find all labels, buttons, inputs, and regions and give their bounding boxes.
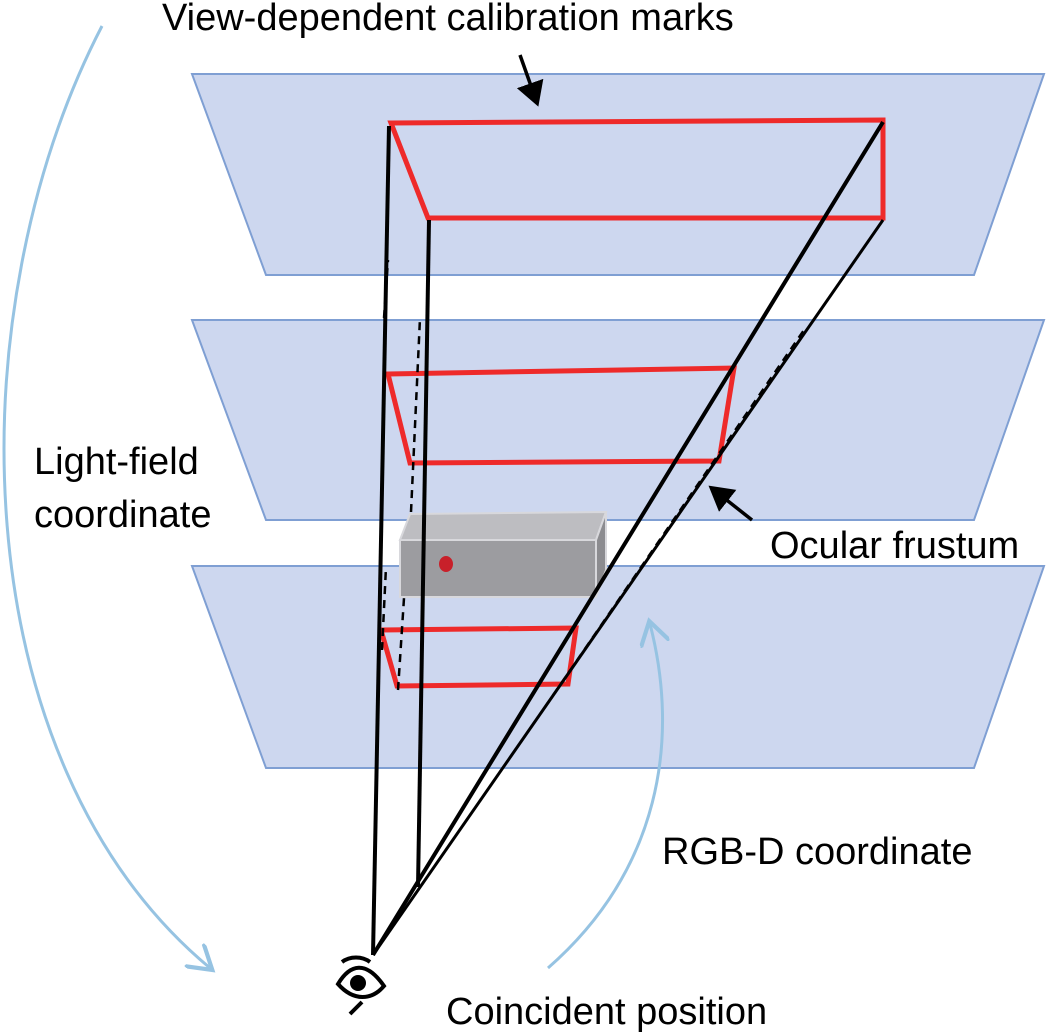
object-marker-dot bbox=[439, 556, 453, 572]
frustum-pointer-arrow bbox=[708, 485, 754, 522]
coincident-position-label: Coincident position bbox=[446, 991, 767, 1033]
calibration-pointer-arrow bbox=[516, 54, 544, 107]
middle-plane bbox=[190, 319, 1046, 521]
calibration-mark-middle bbox=[384, 365, 737, 466]
top-plane bbox=[190, 73, 1046, 276]
ocular-frustum-rays bbox=[371, 120, 885, 957]
light-field-label-line2: coordinate bbox=[34, 494, 211, 536]
rgbd-arrow bbox=[547, 624, 663, 970]
calibration-marks-label: View-dependent calibration marks bbox=[162, 0, 734, 39]
light-field-arrow bbox=[2, 25, 210, 968]
rgbd-coordinate-label: RGB-D coordinate bbox=[662, 831, 972, 873]
eye-icon bbox=[335, 955, 387, 1016]
bottom-plane bbox=[190, 565, 1046, 769]
calibration-mark-top bbox=[387, 117, 886, 221]
ocular-frustum-label: Ocular frustum bbox=[770, 525, 1019, 567]
calibration-mark-bottom bbox=[377, 625, 579, 689]
light-field-label-line1: Light-field bbox=[34, 441, 199, 483]
object-box bbox=[398, 510, 608, 598]
